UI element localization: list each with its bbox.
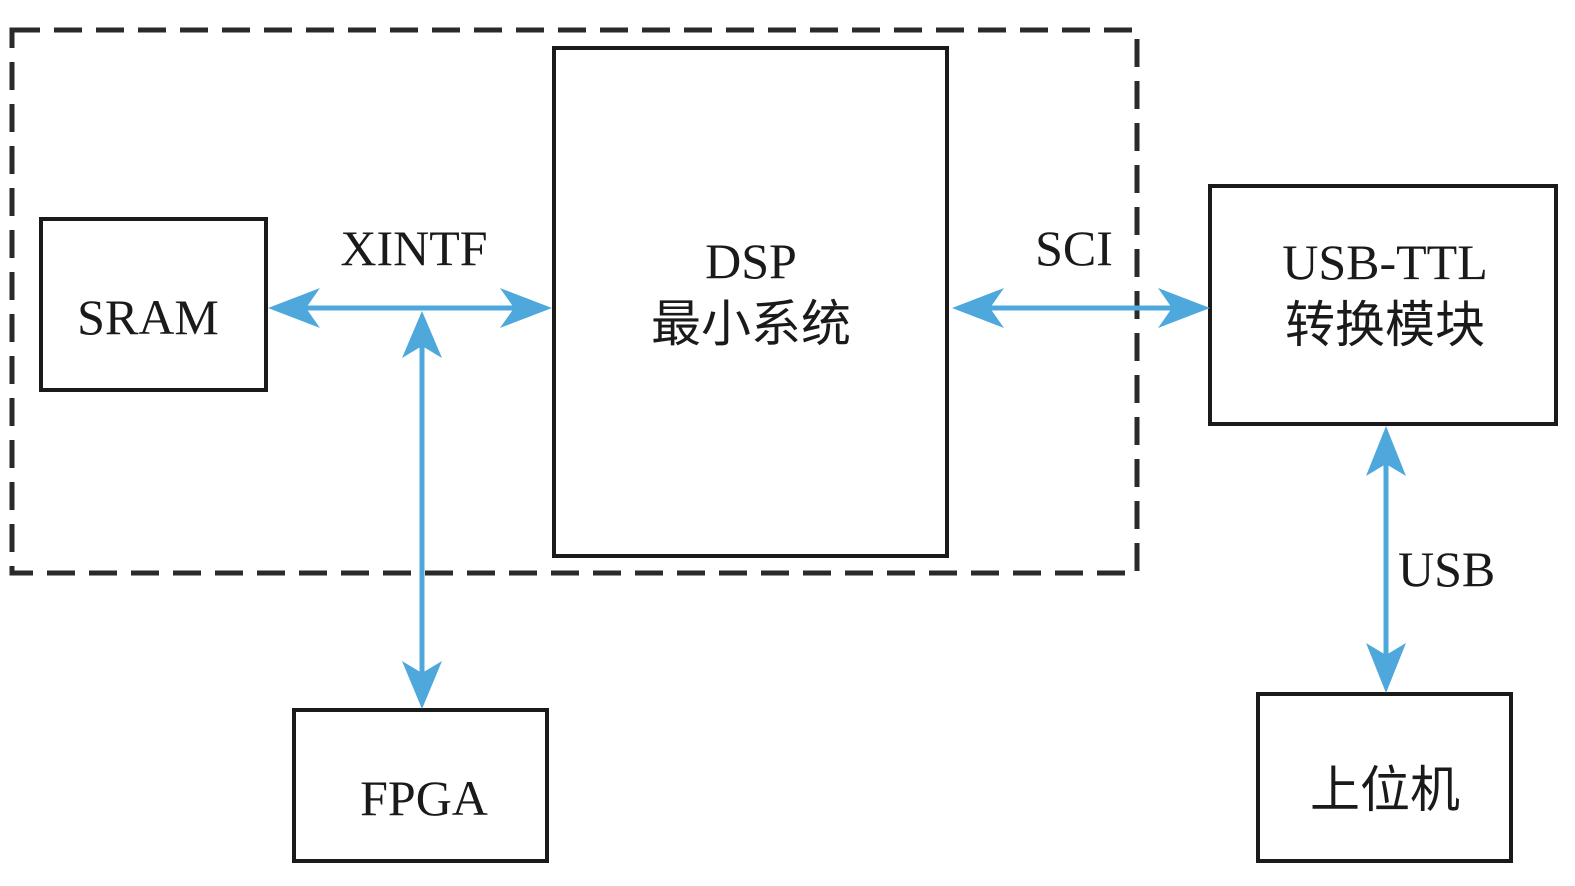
arrowhead-right-icon — [500, 288, 552, 328]
sci-label: SCI — [1035, 220, 1113, 276]
dsp-block: DSP 最小系统 — [552, 46, 949, 558]
arrowhead-right-icon — [1158, 288, 1210, 328]
fpga-box — [292, 708, 549, 863]
fpga-connection — [402, 311, 442, 709]
usb-ttl-box — [1208, 184, 1558, 426]
arrowhead-left-icon — [268, 288, 320, 328]
dsp-box — [552, 46, 949, 558]
arrowhead-up-icon — [1366, 426, 1406, 476]
host-pc-label: 上位机 — [1310, 762, 1460, 818]
sci-connection: SCI — [952, 220, 1210, 328]
fpga-block: FPGA — [292, 708, 549, 863]
dsp-label-line2: 最小系统 — [651, 296, 851, 352]
xintf-label: XINTF — [340, 220, 487, 276]
host-pc-block: 上位机 — [1256, 692, 1513, 863]
dsp-label-line1: DSP — [705, 233, 797, 289]
arrowhead-left-icon — [952, 288, 1004, 328]
arrowhead-up-icon — [402, 311, 442, 358]
usb-label: USB — [1398, 541, 1495, 597]
usb-ttl-label-line1: USB-TTL — [1282, 234, 1488, 290]
sram-box — [39, 217, 268, 392]
usb-connection: USB — [1366, 426, 1495, 693]
sram-block: SRAM — [39, 217, 268, 392]
dsp-core-group-boundary — [9, 27, 1140, 576]
xintf-connection: XINTF — [268, 220, 552, 328]
usb-ttl-label-line2: 转换模块 — [1285, 297, 1485, 353]
fpga-label: FPGA — [360, 770, 488, 826]
arrowhead-down-icon — [1366, 643, 1406, 693]
usb-ttl-block: USB-TTL 转换模块 — [1208, 184, 1558, 426]
arrowhead-down-icon — [402, 661, 442, 709]
host-pc-box — [1256, 692, 1513, 863]
sram-label: SRAM — [77, 289, 219, 345]
